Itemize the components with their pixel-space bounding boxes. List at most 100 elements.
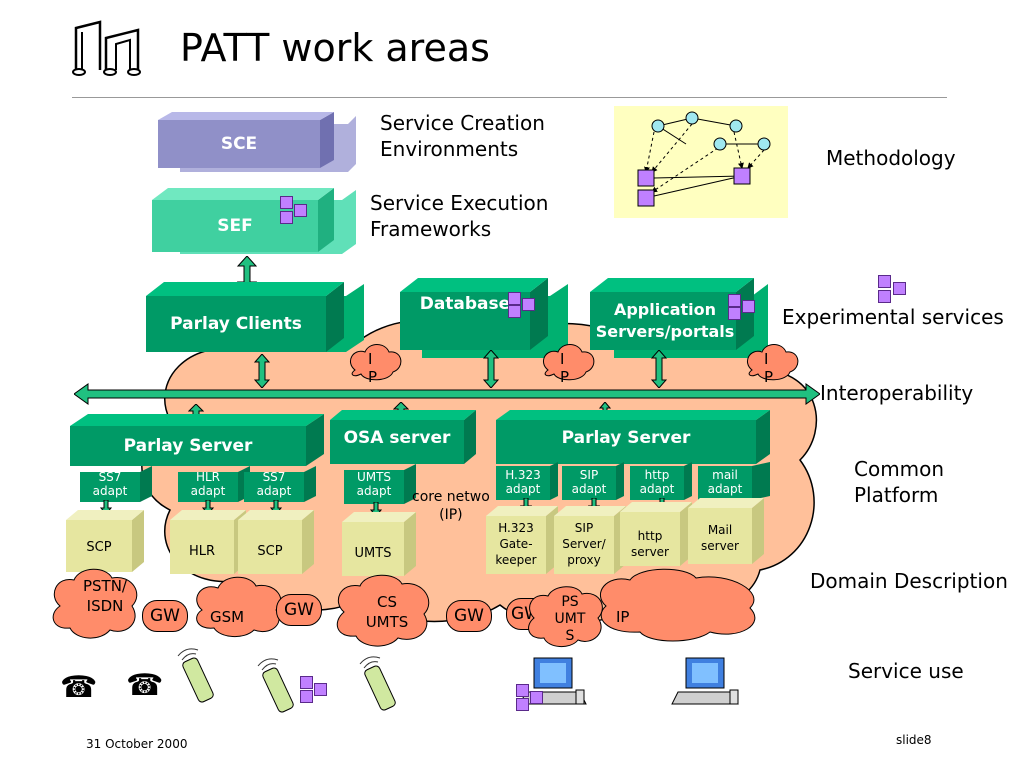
adapter-sip-line1: SIP	[579, 468, 599, 482]
gsm-label: GSM	[210, 608, 245, 626]
ip-cloud-2	[543, 344, 595, 381]
adapter-ss7-b-line1: SS7	[262, 470, 286, 484]
ps-umts-cloud	[528, 586, 603, 647]
experimental-square-icon	[294, 204, 307, 217]
node-scp-a-label: SCP	[86, 540, 112, 555]
sef-description-line2: Frameworks	[370, 217, 492, 241]
parlay-clients-label: Parlay Clients	[170, 314, 302, 334]
adapter-ss7-a-line2: adapt	[92, 484, 128, 498]
phone-icon: ☎	[126, 668, 164, 703]
application-servers-line1: Application	[613, 300, 717, 319]
core-network-label: core netwo (IP)	[412, 488, 490, 524]
slide-number: slide8	[896, 733, 932, 747]
experimental-square-icon	[893, 282, 906, 295]
methodology-diagram	[614, 106, 788, 218]
mobile-phone-icon	[177, 648, 214, 703]
title-divider	[72, 97, 947, 98]
node-http-line1: http	[637, 529, 663, 543]
pstn-isdn-cloud	[52, 568, 138, 639]
adapter-umts-line1: UMTS	[356, 470, 392, 484]
gateway-3: GW	[446, 600, 492, 632]
node-h323-line1: H.323	[498, 521, 534, 535]
experimental-square-icon	[280, 196, 293, 209]
ip-network-cloud	[600, 568, 756, 642]
adapter-h323-line2: adapt	[505, 482, 541, 496]
ps-umts-line1: PS	[561, 594, 579, 610]
experimental-square-icon	[878, 290, 891, 303]
node-h323-line3: keeper	[495, 553, 537, 567]
gateway-1: GW	[142, 600, 188, 632]
pstn-isdn-label: PSTN/ ISDN	[70, 576, 140, 616]
node-sip-line2: Server/	[562, 537, 606, 551]
node-scp-b-label: SCP	[257, 544, 283, 559]
node-scp-a: SCP	[66, 510, 146, 574]
common-platform-line2: Platform	[854, 483, 939, 507]
parlay-server-left-label: Parlay Server	[123, 436, 253, 456]
sce-description-line1: Service Creation	[380, 111, 545, 135]
appservers-bus-arrow	[651, 350, 667, 388]
experimental-square-icon	[280, 211, 293, 224]
cs-umts-cloud	[336, 574, 430, 647]
databases-box[interactable]: Databases	[400, 278, 570, 358]
experimental-square-icon	[522, 298, 535, 311]
sef-box: SEF	[152, 186, 358, 256]
node-umts: UMTS	[342, 512, 422, 578]
application-servers-label: Application Servers/portals	[590, 296, 740, 346]
application-servers-box[interactable]: Application Servers/portals	[590, 278, 770, 358]
experimental-square-icon	[516, 698, 529, 711]
pstn-line1: PSTN/	[82, 577, 127, 595]
experimental-square-icon	[314, 683, 327, 696]
node-umts-label: UMTS	[354, 546, 392, 561]
sef-label: SEF	[217, 216, 253, 236]
parlay-server-left-box[interactable]: Parlay Server	[70, 414, 326, 466]
experimental-square-icon	[300, 690, 313, 703]
experimental-square-icon	[508, 305, 521, 318]
ip-cloud-3-line2: P	[764, 368, 774, 386]
ps-umts-line3: S	[565, 628, 575, 644]
node-hlr-label: HLR	[188, 544, 216, 559]
sce-box: SCE	[158, 112, 358, 174]
adapter-hlr-line1: HLR	[195, 470, 221, 484]
adapter-ss7-b-line2: adapt	[256, 484, 292, 498]
ip-cloud-1-line2: P	[368, 368, 378, 386]
slide-title: PATT work areas	[180, 26, 490, 70]
ip-cloud-3-label: I P	[764, 350, 773, 386]
methodology-label: Methodology	[826, 146, 956, 170]
experimental-square-icon	[516, 684, 529, 697]
parlay-clients-box[interactable]: Parlay Clients	[146, 280, 366, 356]
adapter-mail-line1: mail	[712, 468, 738, 482]
node-http-server: http server	[620, 502, 694, 568]
core-network-line1: core netwo	[412, 489, 490, 505]
gateway-2: GW	[276, 594, 322, 626]
sef-description-line1: Service Execution	[370, 191, 549, 215]
adapter-http-line2: adapt	[639, 482, 675, 496]
node-http-line2: server	[631, 545, 669, 559]
phone-icon: ☎	[60, 670, 98, 705]
patt-logo-icon	[70, 18, 150, 78]
sce-label: SCE	[220, 134, 258, 154]
osa-server-label: OSA server	[343, 428, 451, 448]
ip-cloud-2-line2: P	[560, 368, 570, 386]
osa-server-box[interactable]: OSA server	[330, 410, 478, 464]
adapter-ss7-a-line1: SS7	[98, 470, 122, 484]
experimental-square-icon	[728, 307, 741, 320]
adapter-umts-line2: adapt	[356, 484, 392, 498]
node-h323-gatekeeper: H.323 Gate- keeper	[486, 506, 560, 576]
ip-cloud-1	[350, 344, 402, 381]
sce-description: Service Creation Environments	[380, 110, 545, 162]
node-hlr: HLR	[170, 510, 250, 576]
common-platform-line1: Common	[854, 457, 945, 481]
databases-label: Databases	[419, 294, 521, 314]
mobile-phone-icon	[359, 656, 396, 711]
parlay-server-right-box[interactable]: Parlay Server	[496, 410, 772, 464]
adapter-sip-line2: adapt	[571, 482, 607, 496]
node-mail-line1: Mail	[707, 523, 733, 537]
experimental-square-icon	[508, 292, 521, 305]
